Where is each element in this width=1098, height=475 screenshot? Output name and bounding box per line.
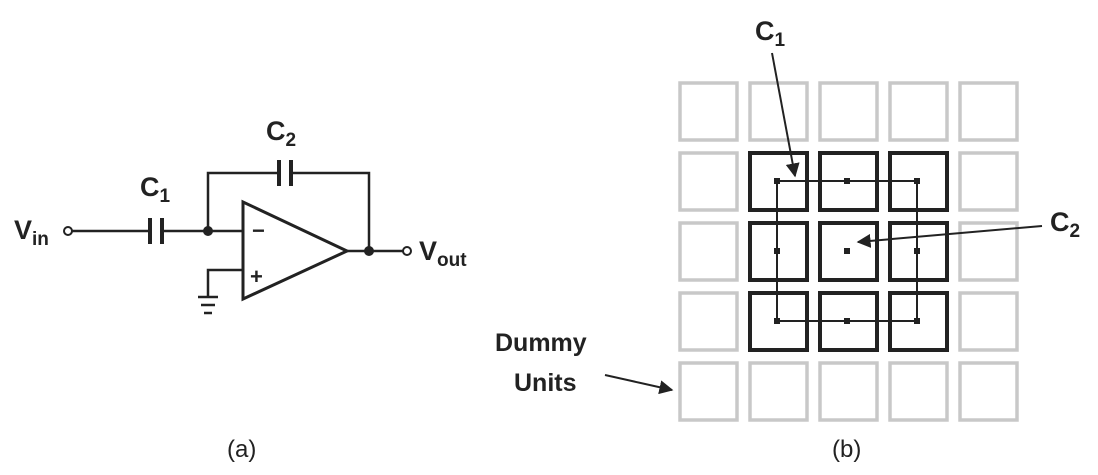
caption-a: (a) [227,436,256,463]
c1-unit [748,221,809,282]
c1-label: C1 [140,172,171,207]
c1-unit [888,221,949,282]
c2-label: C2 [266,116,296,151]
c2-node [844,248,850,254]
dummy-unit [958,361,1019,422]
dummy-unit [678,151,739,212]
c2-unit [818,221,879,282]
dummy-unit [958,221,1019,282]
c1-capacitor [148,218,164,244]
dummy-unit [888,361,949,422]
dummy-label-line2: Units [514,369,577,397]
dummy-unit [678,291,739,352]
c1-array-label: C1 [755,16,786,51]
vout-label: Vout [419,236,467,271]
c1-arrow [771,52,800,178]
vin-label: Vin [14,215,49,250]
dummy-unit [818,81,879,142]
dummy-arrow [604,374,674,395]
dummy-unit [818,361,879,422]
opamp-plus: + [250,264,263,289]
integrator-circuit: Vin C1 C2 − + [14,116,467,315]
dummy-unit [678,221,739,282]
dummy-unit [678,81,739,142]
vout-terminal [402,246,412,256]
feedback-wire-left [206,171,277,231]
dummy-unit [748,361,809,422]
c2-capacitor [277,160,293,186]
dummy-unit [888,81,949,142]
c2-arrow [856,225,1043,248]
opamp-minus: − [252,218,265,243]
dummy-unit [958,291,1019,352]
caption-b: (b) [832,436,861,463]
vin-terminal [63,226,73,236]
feedback-wire-right [291,171,371,251]
dummy-unit [678,361,739,422]
dummy-label-line1: Dummy [495,329,587,357]
dummy-unit [958,81,1019,142]
output-node [364,246,374,256]
c2-array-label: C2 [1050,207,1080,242]
c1-routing [774,178,920,324]
ground-wire [206,268,243,296]
dummy-unit [958,151,1019,212]
opamp-symbol [241,199,351,302]
ground-icon [198,295,218,315]
